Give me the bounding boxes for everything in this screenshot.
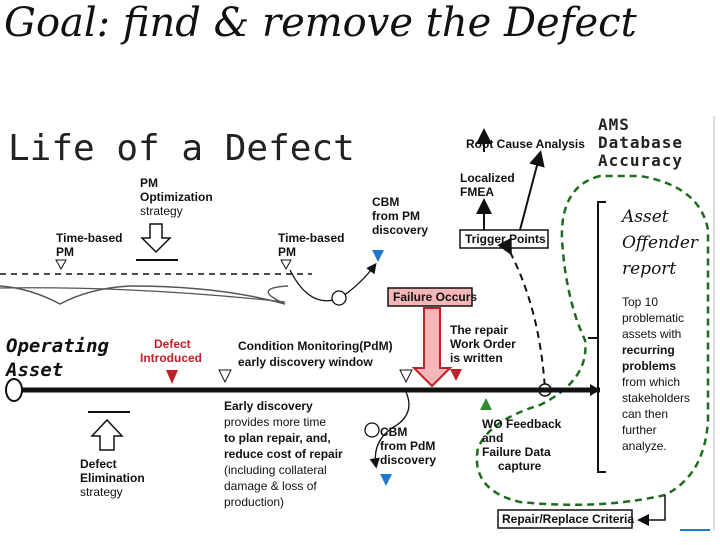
cbm-pm-marker [372,250,384,262]
operating-asset-1: Operating [6,335,110,357]
top10-line-10: analyze. [622,439,667,453]
localized-fmea-2: FMEA [460,185,494,199]
root-cause-label: Root Cause Analysis [466,137,585,151]
cbm-pm-2: from PM [372,209,420,223]
asset-offender-2: Offender [622,233,699,253]
work-order-1: The repair [450,323,508,337]
cbm-pdm-marker [380,474,392,486]
defect-elimination-3: strategy [80,485,123,499]
top10-line-5: problems [622,359,676,373]
top10-line-7: stakeholders [622,391,690,405]
trigger-points-label: Trigger Points [465,232,546,246]
top10-line-8: can then [622,407,668,421]
failure-arrow [411,307,453,388]
pdm-window-end [399,369,413,384]
ams-line-2: Database [598,133,683,152]
defect-marker [166,370,178,384]
top10-line-1: Top 10 [622,295,658,309]
early-discovery-4: reduce cost of repair [224,447,343,461]
top10-line-6: from which [622,375,680,389]
pm-optimization-arrow [140,223,172,254]
cbm-pm-3: discovery [372,223,428,237]
operating-asset-2: Asset [4,359,63,381]
work-order-3: is written [450,351,503,365]
top10-line-9: further [622,423,657,437]
early-discovery-1: Early discovery [224,399,313,413]
diagram-svg: Life of a Defect PM Optimization strateg… [0,115,715,531]
work-order-marker [450,369,462,381]
early-discovery-7: production) [224,495,284,509]
pm-optimization-label-1: PM [140,176,158,190]
defect-elimination-2: Elimination [80,471,145,485]
cbm-pm-1: CBM [372,195,399,209]
pm-marker-right [280,259,292,271]
pm-bracket-left [0,285,131,305]
slide-title: Goal: find & remove the Defect [4,0,637,46]
feedback-dashed-path [497,237,546,391]
top10-line-3: assets with [622,327,681,341]
diagram-heading: Life of a Defect [8,128,355,169]
asset-offender-3: report [622,259,676,279]
time-based-pm-left-1: Time-based [56,231,122,245]
ams-line-3: Accuracy [598,151,683,170]
time-based-pm-right-1: Time-based [278,231,344,245]
top10-line-2: problematic [622,311,684,325]
offender-bracket [597,201,606,473]
repair-criteria-label: Repair/Replace Criteria [502,512,634,526]
pdm-window-start [218,369,232,384]
top10-line-4: recurring [622,343,675,357]
cbm-pdm-2: from PdM [380,439,435,453]
early-discovery-6: damage & loss of [224,479,317,493]
wo-feedback-3: Failure Data [482,445,551,459]
wo-feedback-marker [480,398,492,410]
wo-feedback-2: and [482,431,503,445]
cbm-pdm-1: CBM [380,425,407,439]
pm-marker-left [55,259,67,271]
time-based-pm-left-2: PM [56,245,74,259]
early-discovery-2: provides more time [224,415,326,429]
life-of-defect-diagram: Life of a Defect PM Optimization strateg… [0,90,720,540]
repair-criteria-box [497,509,633,529]
pm-optimization-label-2: Optimization [140,190,213,204]
pm-optimization-label-3: strategy [140,204,183,218]
pm-interval-arc [0,287,286,303]
asset-offender-1: Asset [620,207,669,227]
early-discovery-5: (including collateral [224,463,327,477]
work-order-2: Work Order [450,337,516,351]
defect-elimination-1: Defect [80,457,117,471]
ams-line-1: AMS [598,115,630,134]
wo-feedback-1: WO Feedback [482,417,562,431]
green-dashed-region [475,174,710,507]
defect-elimination-arrow [90,418,124,451]
defect-introduced-1: Defect [154,337,191,351]
failure-occurs-label: Failure Occurs [393,290,477,304]
defect-introduced-2: Introduced [140,351,202,365]
time-based-pm-right-2: PM [278,245,296,259]
condition-monitoring-2: early discovery window [238,355,373,369]
wo-feedback-4: capture [498,459,542,473]
cbm-pdm-3: discovery [380,453,436,467]
localized-fmea-1: Localized [460,171,515,185]
failure-occurs-box [387,287,473,307]
cbm-pdm-curve [369,391,410,469]
condition-monitoring-1: Condition Monitoring(PdM) [238,339,393,353]
early-discovery-3: to plan repair, and, [224,431,331,445]
